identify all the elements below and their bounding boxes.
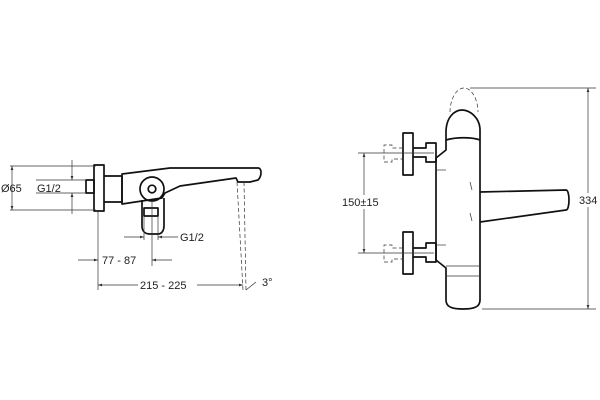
upper-inlet-fitting	[383, 144, 403, 163]
lower-connector	[413, 242, 437, 263]
wall-flange	[93, 164, 105, 212]
dim-outlet-thread-label: G1/2	[180, 232, 204, 244]
mixer-body-with-spout	[121, 167, 262, 205]
side-view: Ø65 G1/2 G1/2 77 - 87 215 - 225 3°	[1, 160, 273, 292]
dim-depth-label-text: 215 - 225	[140, 280, 186, 292]
control-knob	[139, 176, 165, 202]
dim-angle-label: 3°	[262, 277, 273, 289]
dim-height-label: 334	[579, 195, 597, 207]
top-handle	[445, 109, 481, 141]
dim-inlet-thread-label: G1/2	[37, 183, 61, 195]
knob-center	[147, 184, 157, 194]
spout-water-line-2	[243, 181, 247, 291]
dim-center-distance-label: 150±15	[342, 197, 379, 209]
top-handle-dashed	[449, 87, 479, 113]
lower-inlet-fitting	[383, 244, 403, 263]
upper-wall-flange	[402, 132, 414, 176]
diverter-lower	[141, 198, 165, 235]
dim-diameter-label: Ø65	[1, 183, 22, 195]
spout-arm	[479, 189, 570, 223]
spout-water-line	[236, 181, 244, 291]
dim-eccentric-label: 77 - 87	[102, 255, 136, 267]
inlet-pipe	[104, 175, 123, 203]
upper-connector	[413, 142, 437, 163]
thermostat-body	[435, 140, 481, 310]
front-view: 150±15 334	[340, 87, 600, 310]
outlet-thread-stub	[143, 207, 159, 217]
inlet-connector	[85, 179, 95, 194]
